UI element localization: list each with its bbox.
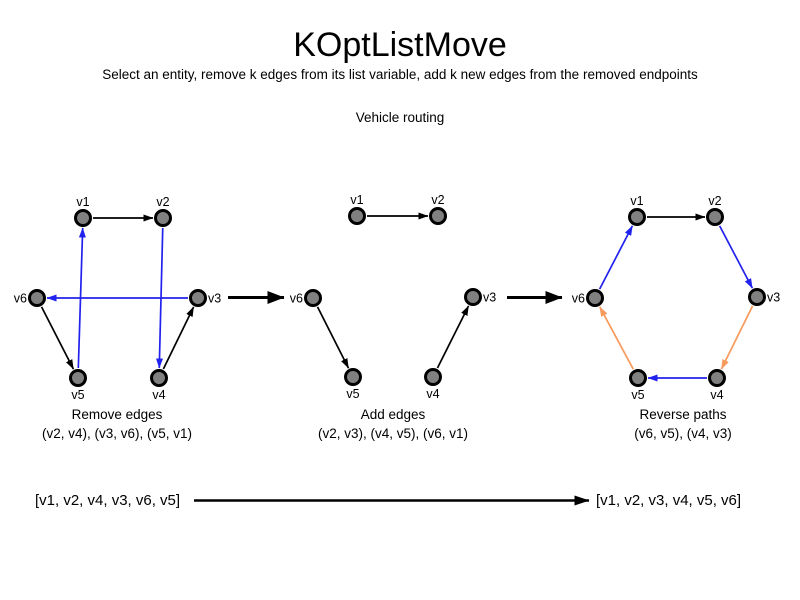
add-label-v2: v2 — [431, 193, 444, 207]
remove-node-v4 — [150, 369, 168, 387]
remove-label-v1: v1 — [76, 195, 89, 209]
remove-label-v5: v5 — [71, 388, 84, 402]
reverse-node-v6 — [586, 289, 604, 307]
remove-node-v5 — [69, 369, 87, 387]
remove-node-v1 — [74, 209, 92, 227]
reverse-label-v1: v1 — [630, 194, 643, 208]
reverse-label-v2: v2 — [708, 194, 721, 208]
reverse-node-v3 — [748, 288, 766, 306]
caption-remove-edges: Remove edges (v2, v4), (v3, v6), (v5, v1… — [42, 405, 192, 443]
caption-add-edges: Add edges (v2, v3), (v4, v5), (v6, v1) — [318, 405, 468, 443]
reverse-node-v5 — [629, 369, 647, 387]
reverse-node-v4 — [708, 369, 726, 387]
add-label-v3: v3 — [483, 291, 496, 305]
add-edge-v4-v3 — [436, 305, 470, 369]
reverse-label-v5: v5 — [631, 388, 644, 402]
add-label-v5: v5 — [346, 387, 359, 401]
reverse-edge-v5-v6 — [598, 306, 635, 370]
caption-add-detail: (v2, v3), (v4, v5), (v6, v1) — [317, 426, 469, 441]
reverse-node-v1 — [628, 208, 646, 226]
caption-reverse-detail: (v6, v5), (v4, v3) — [634, 426, 732, 441]
route-list-before: [v1, v2, v4, v3, v6, v5] — [35, 492, 181, 509]
remove-edge-v5-v1 — [77, 227, 86, 369]
add-label-v1: v1 — [350, 193, 363, 207]
reverse-edge-v3-v4 — [720, 305, 754, 370]
remove-label-v3: v3 — [208, 292, 221, 306]
add-edge-v6-v5 — [316, 306, 350, 369]
reverse-label-v3: v3 — [767, 291, 780, 305]
add-node-v5 — [344, 368, 362, 386]
page-subtitle: Select an entity, remove k edges from it… — [102, 67, 698, 82]
add-node-v6 — [304, 289, 322, 307]
reverse-edge-v6-v1 — [598, 225, 634, 290]
remove-label-v2: v2 — [156, 195, 169, 209]
remove-node-v6 — [28, 289, 46, 307]
add-label-v4: v4 — [426, 387, 439, 401]
caption-reverse-paths: Reverse paths (v6, v5), (v4, v3) — [634, 405, 732, 443]
reverse-node-v2 — [706, 208, 724, 226]
caption-reverse-title: Reverse paths — [639, 407, 727, 422]
remove-label-v6: v6 — [14, 292, 27, 306]
reverse-edge-v2-v3 — [718, 225, 754, 289]
remove-edge-v6-v5 — [40, 306, 75, 370]
remove-node-v2 — [154, 209, 172, 227]
remove-node-v3 — [189, 289, 207, 307]
reverse-label-v4: v4 — [710, 388, 723, 402]
caption-remove-title: Remove edges — [71, 407, 163, 422]
add-node-v4 — [424, 368, 442, 386]
scenario-label: Vehicle routing — [355, 110, 445, 125]
route-list-after: [v1, v2, v3, v4, v5, v6] — [596, 492, 742, 509]
remove-label-v4: v4 — [152, 388, 165, 402]
page-title: KOptListMove — [293, 26, 507, 64]
reverse-label-v6: v6 — [572, 292, 585, 306]
add-node-v2 — [429, 207, 447, 225]
add-node-v3 — [464, 288, 482, 306]
add-node-v1 — [348, 207, 366, 225]
caption-remove-detail: (v2, v4), (v3, v6), (v5, v1) — [41, 426, 193, 441]
remove-edge-v4-v3 — [162, 306, 195, 370]
caption-add-title: Add edges — [360, 407, 426, 422]
add-label-v6: v6 — [290, 292, 303, 306]
